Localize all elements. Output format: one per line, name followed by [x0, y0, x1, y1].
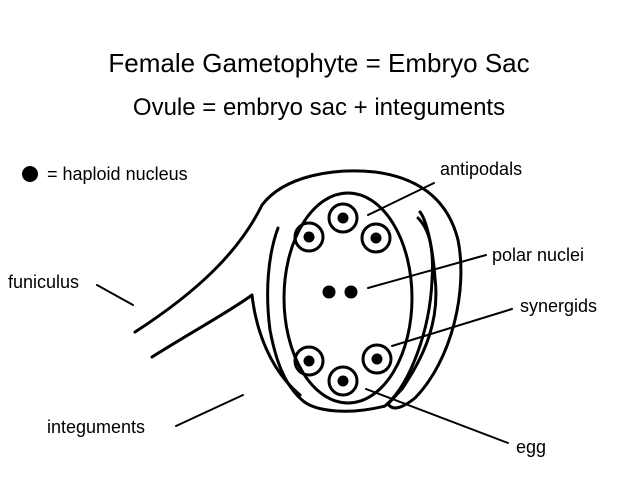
synergid-cell [361, 343, 393, 375]
funiculus-lower-edge [150, 293, 302, 397]
haploid-nucleus-icon [303, 231, 315, 243]
outer-integument [133, 169, 463, 410]
leader-line-integuments [175, 394, 244, 427]
haploid-nucleus-icon [337, 375, 349, 387]
haploid-nucleus-icon [370, 232, 382, 244]
diagram-subtitle: Ovule = embryo sac + integuments [132, 94, 506, 121]
label-integuments: integuments [47, 417, 146, 437]
leader-line-synergids [391, 308, 513, 347]
synergid-cell [293, 345, 325, 377]
antipodal-cell [293, 221, 325, 253]
egg-cell [327, 365, 359, 397]
leader-line-egg [365, 388, 509, 444]
label-antipodals: antipodals [440, 159, 523, 179]
haploid-nucleus-icon [371, 353, 383, 365]
leader-line-funiculus [96, 284, 134, 306]
diagram-title: Female Gametophyte = Embryo Sac [108, 48, 530, 78]
label-polar-nuclei: polar nuclei [492, 245, 585, 265]
antipodal-cells [293, 202, 392, 254]
antipodal-cell [360, 222, 392, 254]
egg-apparatus [293, 343, 393, 397]
haploid-nucleus-legend-icon [22, 166, 38, 182]
legend-text: = haploid nucleus [47, 164, 188, 184]
haploid-nucleus-icon [303, 355, 315, 367]
polar-nuclei [322, 285, 358, 299]
label-funiculus: funiculus [8, 272, 80, 292]
leader-line-polar-nuclei [367, 254, 487, 289]
leader-line-antipodals [367, 182, 435, 216]
haploid-nucleus-icon [337, 212, 349, 224]
inner-integument [266, 216, 434, 413]
haploid-nucleus-icon [344, 285, 358, 299]
label-egg: egg [516, 437, 547, 457]
haploid-nucleus-icon [322, 285, 336, 299]
legend: = haploid nucleus [22, 165, 188, 183]
embryo-sac [282, 191, 414, 405]
antipodal-cell [327, 202, 359, 234]
label-synergids: synergids [520, 296, 598, 316]
